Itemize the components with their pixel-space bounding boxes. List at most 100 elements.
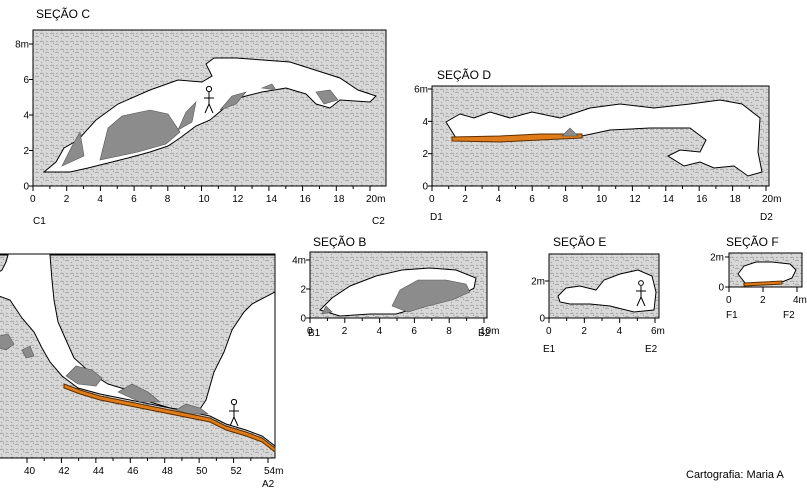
section-c-sediment-3: [177, 101, 197, 131]
section-e-cave-void: [557, 269, 657, 313]
x-tick-label: 18: [333, 194, 345, 205]
cartography-credit: Cartografia: Maria A: [686, 469, 784, 481]
x-tick-label: 14: [266, 194, 278, 205]
x-tick-label: 0: [30, 194, 36, 205]
x-tick-label: 44: [93, 466, 105, 477]
y-tick-label: 2m: [710, 253, 724, 264]
x-tick-label: 0: [429, 194, 435, 205]
section-c-sediment-1: [99, 109, 181, 161]
x-tick-label: 2: [342, 326, 348, 337]
x-tick-label: 4: [617, 326, 623, 337]
x-tick-label: 40: [24, 466, 36, 477]
x-tick-label: 6: [131, 194, 137, 205]
x-tick-label: 14: [663, 194, 675, 205]
y-tick-label: 4: [23, 111, 29, 122]
section-c-end-label: C2: [372, 216, 385, 227]
section-a-person-icon: [229, 398, 239, 427]
section-f-title: SEÇÃO F: [726, 235, 779, 249]
x-tick-label: 18: [730, 194, 742, 205]
section-e-title: SEÇÃO E: [553, 235, 606, 249]
x-tick-label: 12: [232, 194, 244, 205]
section-c-sediment-5: [315, 89, 339, 105]
x-tick-label: 8: [446, 326, 452, 337]
section-d-floor-deposit: [451, 133, 583, 143]
x-tick-label: 54m: [264, 466, 283, 477]
y-tick-label: 0: [300, 314, 306, 325]
section-a-floor-deposit: [63, 383, 276, 454]
section-a-sediment-5: [21, 345, 35, 359]
section-b-title: SEÇÃO B: [313, 235, 366, 249]
section-c-sediment-6: [260, 83, 277, 91]
x-tick-label: 16: [696, 194, 708, 205]
x-tick-label: 10m: [480, 326, 499, 337]
section-a-sediment-2: [117, 383, 161, 403]
section-f-start-label: F1: [726, 310, 738, 321]
x-tick-label: 6m: [651, 326, 665, 337]
y-tick-label: 2m: [531, 277, 545, 288]
y-tick-label: 0: [23, 182, 29, 193]
y-tick-label: 8m: [15, 40, 29, 51]
y-tick-label: 2: [23, 146, 29, 157]
x-tick-label: 2: [462, 194, 468, 205]
x-tick-label: 4: [377, 326, 383, 337]
y-tick-label: 6: [23, 75, 29, 86]
y-tick-label: 4: [422, 117, 428, 128]
x-tick-label: 2: [64, 194, 70, 205]
section-f-floor-deposit: [743, 280, 783, 287]
section-c-title: SEÇÃO C: [36, 7, 90, 21]
section-c-person-icon: [204, 85, 214, 114]
x-tick-label: 2: [760, 295, 766, 306]
x-tick-label: 4: [496, 194, 502, 205]
section-b-start-label: B1: [308, 328, 321, 339]
x-tick-label: 12: [629, 194, 641, 205]
y-tick-label: 4m: [292, 256, 306, 267]
y-tick-label: 0: [539, 314, 545, 325]
x-tick-label: 8: [165, 194, 171, 205]
section-e-end-label: E2: [645, 344, 658, 355]
x-tick-label: 20m: [762, 194, 781, 205]
x-tick-label: 0: [307, 326, 313, 337]
y-tick-label: 2: [300, 285, 306, 296]
x-tick-label: 2: [581, 326, 587, 337]
x-tick-label: 50: [196, 466, 208, 477]
section-f-end-label: F2: [783, 310, 795, 321]
section-e-person-icon: [636, 280, 646, 307]
section-c-start-label: C1: [33, 216, 46, 227]
y-tick-label: 0: [718, 283, 724, 294]
section-d-start-label: D1: [430, 212, 443, 223]
section-d-cave-void: [445, 99, 763, 177]
section-a-sediment-4: [0, 333, 15, 351]
x-tick-label: 6: [411, 326, 417, 337]
section-b-sediment-2: [321, 305, 333, 315]
x-tick-label: 4: [97, 194, 103, 205]
section-c-sediment-4: [219, 91, 247, 111]
x-tick-label: 4m: [793, 295, 807, 306]
x-tick-label: 16: [300, 194, 312, 205]
y-tick-label: 2: [422, 149, 428, 160]
y-tick-label: 0: [422, 182, 428, 193]
section-b-end-label: B2: [478, 328, 491, 339]
section-d-title: SEÇÃO D: [437, 68, 491, 82]
x-tick-label: 10: [596, 194, 608, 205]
x-tick-label: 52: [231, 466, 243, 477]
x-tick-label: 0: [726, 295, 732, 306]
x-tick-label: 48: [162, 466, 174, 477]
section-d-end-label: D2: [760, 212, 773, 223]
section-e-start-label: E1: [543, 344, 556, 355]
y-tick-label: 6m: [414, 85, 428, 96]
x-tick-label: 46: [127, 466, 139, 477]
x-tick-label: 20m: [366, 194, 385, 205]
section-c-sediment-2: [61, 131, 85, 167]
x-tick-label: 42: [58, 466, 70, 477]
section-b-sediment-1: [391, 279, 471, 313]
x-tick-label: 6: [529, 194, 535, 205]
section-d-sediment-1: [561, 127, 579, 137]
section-a-sediment-1: [65, 365, 103, 387]
